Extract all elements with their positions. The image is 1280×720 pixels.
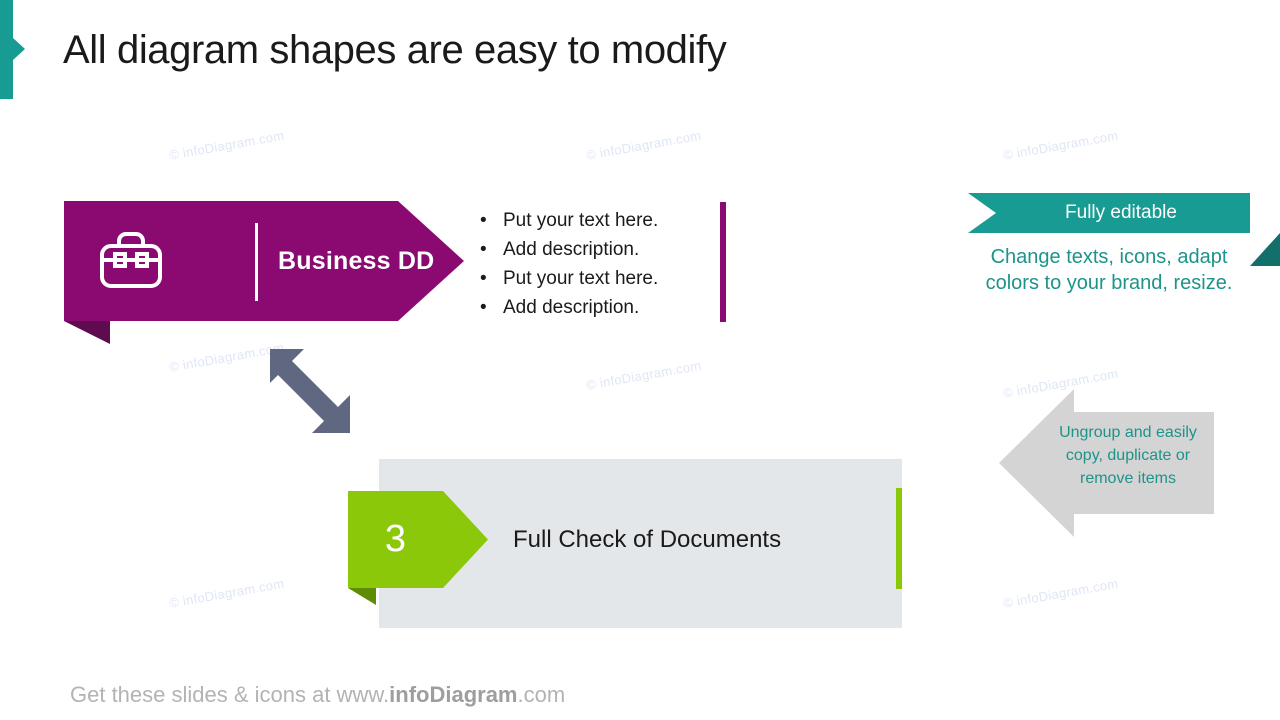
- bullet-list-accent-bar: [720, 202, 726, 322]
- footer-brand: infoDiagram: [389, 682, 518, 707]
- business-dd-divider: [255, 223, 258, 301]
- ungroup-arrow-label: Ungroup and easily copy, duplicate or re…: [1059, 424, 1197, 487]
- step-number-badge[interactable]: 3: [348, 491, 488, 588]
- business-dd-label: Business DD: [278, 246, 435, 275]
- diagonal-double-arrow-icon: [268, 347, 352, 435]
- slide-accent-notch-icon: [13, 38, 25, 60]
- footer-suffix: .com: [517, 682, 566, 707]
- fully-editable-ribbon-label: Fully editable: [1065, 202, 1177, 223]
- slide-accent-bar: [0, 0, 13, 99]
- step-number-fold-shadow: [348, 588, 376, 605]
- footer-prefix: Get these slides & icons at www.: [70, 682, 390, 707]
- watermark: © infoDiagram.com: [585, 357, 703, 393]
- list-item-label: Put your text here.: [503, 268, 659, 289]
- list-item-label: Add description.: [503, 297, 640, 318]
- step-box-accent-bar: [896, 488, 902, 589]
- list-item: • Put your text here.: [480, 206, 720, 235]
- watermark: © infoDiagram.com: [168, 127, 286, 163]
- fully-editable-description: Change texts, icons, adapt colors to you…: [985, 246, 1233, 294]
- watermark: © infoDiagram.com: [1002, 127, 1120, 163]
- step-box-label: Full Check of Documents: [513, 525, 782, 553]
- fully-editable-ribbon[interactable]: Fully editable: [968, 193, 1250, 233]
- list-item-label: Add description.: [503, 239, 640, 260]
- bullet-marker-icon: •: [480, 268, 487, 289]
- list-item: • Add description.: [480, 235, 720, 264]
- footer-link[interactable]: Get these slides & icons at www.infoDiag…: [70, 682, 565, 708]
- list-item: • Add description.: [480, 293, 720, 322]
- bullet-marker-icon: •: [480, 297, 487, 318]
- toolbox-icon: [98, 229, 164, 291]
- watermark: © infoDiagram.com: [168, 575, 286, 611]
- page-title: All diagram shapes are easy to modify: [63, 28, 727, 72]
- list-item-label: Put your text here.: [503, 210, 659, 231]
- watermark: © infoDiagram.com: [1002, 575, 1120, 611]
- watermark: © infoDiagram.com: [585, 127, 703, 163]
- fully-editable-ribbon-shape: [968, 193, 1250, 233]
- list-item: • Put your text here.: [480, 264, 720, 293]
- fully-editable-ribbon-fold: [1250, 233, 1280, 266]
- bullet-list: • Put your text here. • Add description.…: [480, 206, 720, 322]
- business-dd-fold-shadow: [64, 321, 110, 344]
- ungroup-arrow[interactable]: [999, 389, 1214, 537]
- bullet-marker-icon: •: [480, 210, 487, 231]
- bullet-marker-icon: •: [480, 239, 487, 260]
- business-dd-banner[interactable]: Business DD: [64, 201, 464, 321]
- step-number-label: 3: [384, 518, 407, 560]
